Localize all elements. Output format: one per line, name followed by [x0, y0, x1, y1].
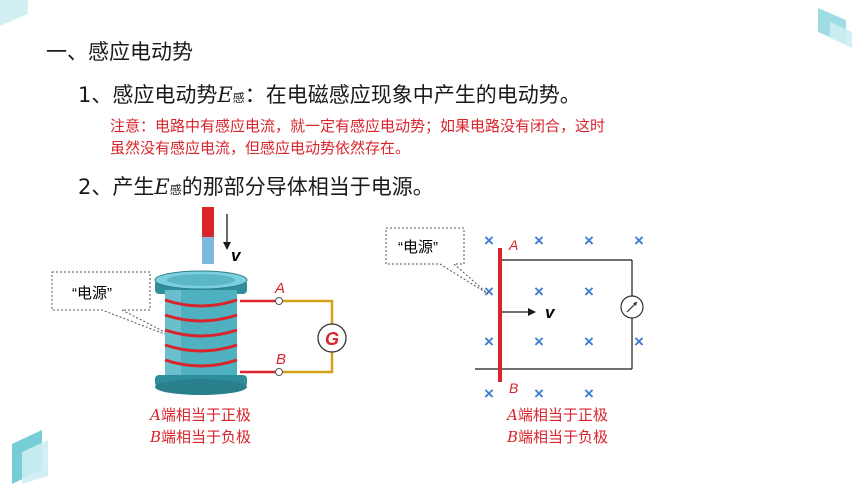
- moving-rod-diagram: × × × × × × × × × × × × × × “电源” A B v: [385, 227, 644, 402]
- bar-magnet: [202, 207, 214, 264]
- terminal-b-label: B: [509, 380, 518, 396]
- field-cross: ×: [634, 332, 644, 351]
- terminal-a-label: A: [274, 280, 285, 297]
- velocity-label: v: [231, 246, 242, 265]
- galvanometer-label: G: [325, 329, 339, 349]
- field-cross: ×: [534, 332, 544, 351]
- galvanometer-icon: [317, 323, 347, 353]
- emf-subscript: 感: [169, 183, 182, 197]
- field-cross: ×: [534, 231, 544, 250]
- field-cross: ×: [584, 282, 594, 301]
- callout-bubble: [51, 271, 181, 341]
- emf-subscript: 感: [232, 91, 245, 105]
- field-cross: ×: [484, 332, 494, 351]
- emf-symbol: E: [154, 175, 170, 199]
- field-cross: ×: [534, 282, 544, 301]
- field-cross: ×: [484, 282, 494, 301]
- field-cross: ×: [584, 332, 594, 351]
- left-caption: A端相当于正极 B端相当于负极: [150, 406, 252, 446]
- coil-circuit-diagram: v “电源” A B G: [51, 207, 347, 395]
- meter-icon: [620, 295, 644, 319]
- conductor-rod: [498, 248, 502, 382]
- field-cross: ×: [584, 231, 594, 250]
- item-1: 1、感应电动势E感：在电磁感应现象中产生的电动势。: [78, 83, 581, 107]
- field-cross: ×: [534, 384, 544, 402]
- item-2: 2、产生E感的那部分导体相当于电源。: [78, 175, 434, 199]
- field-cross: ×: [484, 384, 494, 402]
- rod-velocity-arrow: [502, 308, 536, 316]
- note-line-2: 虽然没有感应电流，但感应电动势依然存在。: [110, 139, 411, 157]
- bottom-left-ribbon: [12, 430, 48, 484]
- callout-bubble: [385, 227, 489, 295]
- right-caption: A端相当于正极 B端相当于负极: [507, 406, 609, 446]
- terminal-a-dot: [275, 297, 283, 305]
- note-text: 注意：电路中有感应电流，就一定有感应电动势；如果电路没有闭合，这时 虽然没有感应…: [110, 115, 730, 159]
- field-cross: ×: [484, 231, 494, 250]
- top-left-ribbon: [0, 0, 28, 26]
- circuit-wires: [240, 299, 334, 374]
- top-right-ribbon: [818, 8, 852, 48]
- note-line-1: 注意：电路中有感应电流，就一定有感应电动势；如果电路没有闭合，这时: [110, 117, 606, 135]
- terminal-b-dot: [275, 368, 283, 376]
- velocity-label: v: [545, 303, 556, 322]
- magnetic-field: × × × × × × × × × × × × × ×: [484, 231, 644, 402]
- field-cross: ×: [634, 231, 644, 250]
- terminal-a-label: A: [508, 237, 518, 253]
- section-heading: 一、感应电动势: [46, 40, 193, 64]
- callout-label: “电源”: [72, 285, 112, 302]
- magnet-velocity-arrow: [223, 214, 231, 250]
- field-cross: ×: [584, 384, 594, 402]
- emf-symbol: E: [217, 83, 233, 107]
- coil: [154, 270, 248, 395]
- terminal-b-label: B: [276, 351, 286, 368]
- callout-label: “电源”: [398, 239, 438, 256]
